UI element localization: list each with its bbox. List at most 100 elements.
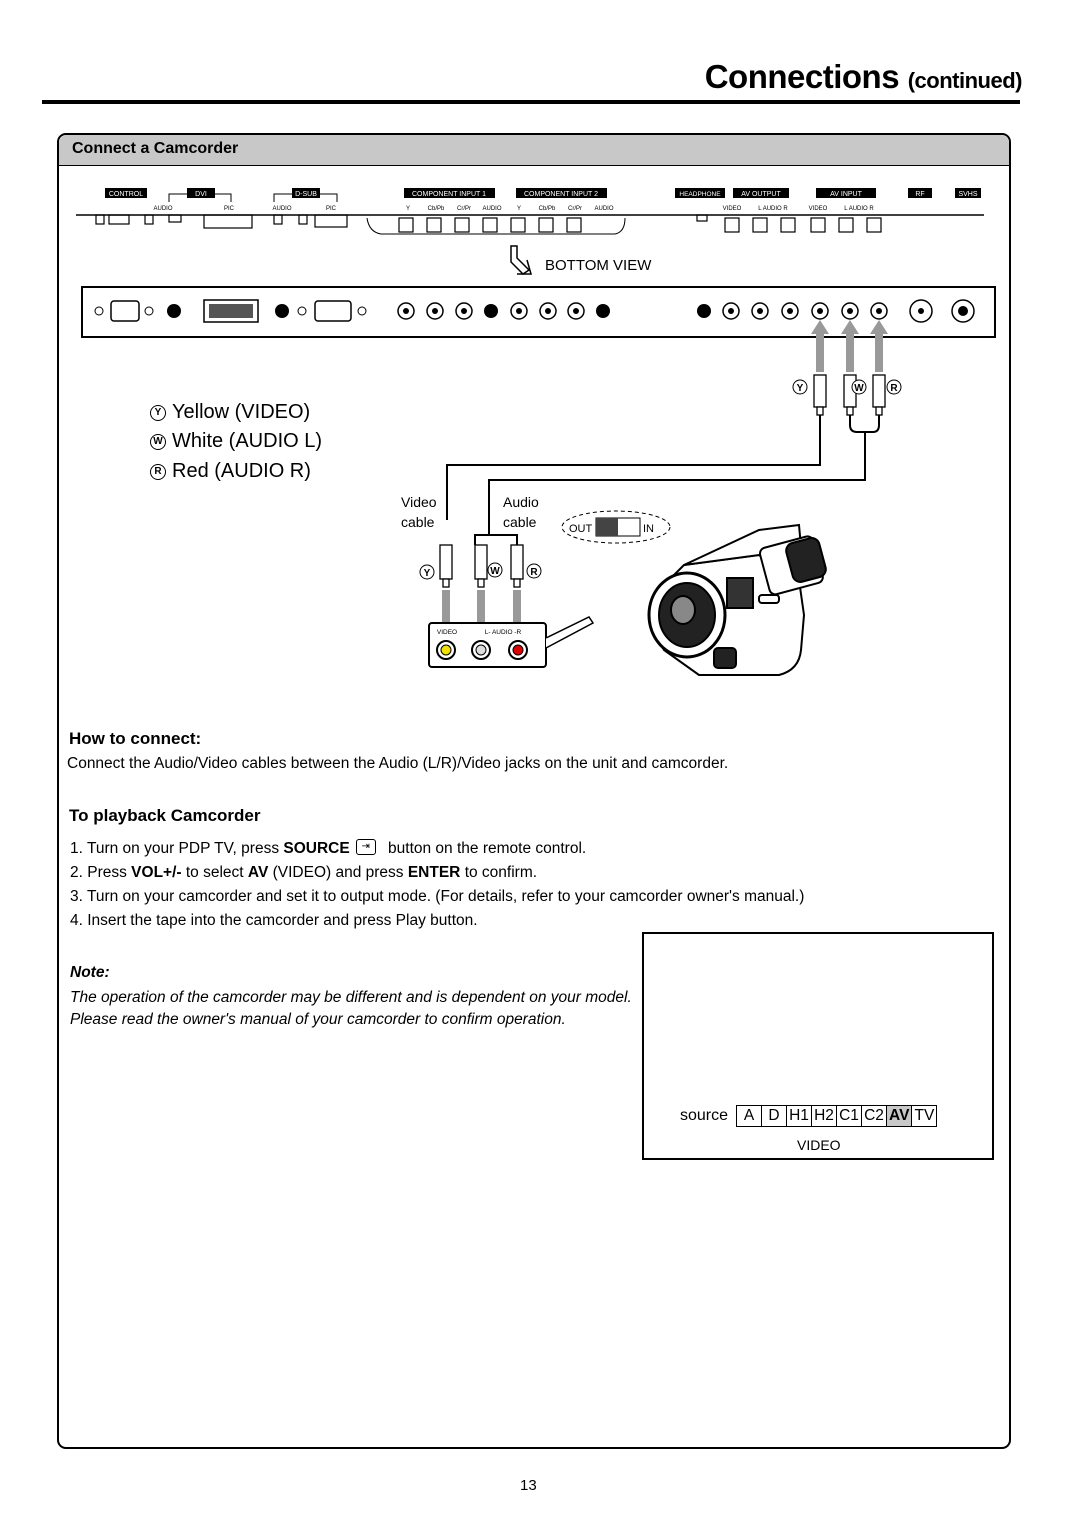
page-title-continued: (continued) [907,68,1023,93]
audio-cable-label-1: Audio [503,494,539,510]
sub-audio-2: AUDIO [272,206,291,212]
sub-pic-1: PIC [224,206,235,212]
step-2-bold1: VOL+/- [131,864,182,881]
bottom-view-arrow-icon [510,245,532,275]
label-control: CONTROL [109,191,143,198]
label-rf: RF [915,191,924,198]
video-cable-label-2: cable [401,514,435,530]
step-2-post: to confirm. [460,864,538,881]
label-svhs: SVHS [958,191,977,198]
sub-audio-4: AUDIO [594,206,613,212]
source-button-icon: ⇥ [355,838,376,855]
label-avout: AV OUTPUT [741,191,781,198]
label-dsub: D-SUB [295,191,317,198]
yellow-mark-icon: Y [150,404,166,421]
legend-red-text: Red (AUDIO R) [172,460,311,482]
note-title: Note: [70,964,110,981]
cables [446,415,880,545]
plug-marks-tv: Y W R [792,379,902,395]
svg-text:W: W [854,383,864,394]
sub-pic-2: PIC [326,206,337,212]
switch-in-label: IN [643,523,654,535]
svg-text:R: R [890,383,898,394]
legend-white: W White (AUDIO L) [150,430,322,453]
sub-video-in: VIDEO [809,206,828,212]
camcorder-jack-panel: VIDEO L- AUDIO -R [428,616,595,668]
step-2: 2. Press VOL+/- to select AV (VIDEO) and… [70,864,537,882]
playback-title: To playback Camcorder [69,806,261,825]
svg-text:L- AUDIO -R: L- AUDIO -R [485,629,522,636]
svg-text:Y: Y [797,383,804,394]
step-1-pre: 1. Turn on your PDP TV, press [70,840,284,857]
sub-laudior-in: L AUDIO R [844,206,874,212]
camcorder-side-plugs [439,544,524,588]
osd-selected-caption: VIDEO [797,1137,841,1153]
svg-text:W: W [490,566,500,577]
sub-cr-2: Cr/Pr [568,206,582,212]
osd-item: C1 [836,1106,861,1126]
step-2-pre: 2. Press [70,864,132,881]
legend-yellow: Y Yellow (VIDEO) [150,401,310,424]
osd-item: A [743,1107,755,1124]
label-comp1: COMPONENT INPUT 1 [412,191,486,198]
sub-cb-2: Cb/Pb [539,206,556,212]
switch-out-label: OUT [569,523,593,535]
sub-y-1: Y [406,206,410,212]
note-text: The operation of the camcorder may be di… [70,989,632,1028]
red-mark-icon: R [150,463,166,480]
sub-y-2: Y [517,206,521,212]
osd-screen [642,932,994,1160]
step-2-mid1: to select [181,864,248,881]
label-avin: AV INPUT [830,191,862,198]
page-number: 13 [520,1477,537,1494]
bottom-view-label: BOTTOM VIEW [545,257,652,274]
section-title: Connect a Camcorder [72,140,239,157]
sub-cr-1: Cr/Pr [457,206,471,212]
sub-laudior-out: L AUDIO R [758,206,788,212]
page-title-text: Connections [704,58,900,95]
output-switch: OUT IN [561,510,671,544]
svg-text:Y: Y [424,568,431,579]
header-rule [42,100,1020,104]
tv-side-plugs [813,374,886,416]
step-4: 4. Insert the tape into the camcorder an… [70,912,478,929]
osd-item: H2 [811,1106,836,1126]
camcorder-icon [647,523,827,676]
page-title: Connections (continued) [704,58,1023,96]
step-2-mid2: (VIDEO) and press [268,864,408,881]
legend-white-text: White (AUDIO L) [172,430,323,452]
legend-yellow-text: Yellow (VIDEO) [172,401,311,423]
sub-audio-1: AUDIO [153,206,172,212]
rear-panel-jacks [94,299,975,323]
step-1: 1. Turn on your PDP TV, press SOURCE⇥ bu… [70,838,587,858]
osd-item: H1 [786,1106,811,1126]
step-3: 3. Turn on your camcorder and set it to … [70,888,805,905]
step-2-bold3: ENTER [407,864,461,881]
how-to-connect-title: How to connect: [69,729,202,748]
osd-item: AV [886,1106,912,1126]
osd-source-label: source [680,1107,729,1124]
step-2-bold2: AV [247,864,269,881]
white-mark-icon: W [150,433,166,450]
connection-diagram: CONTROL DVI D-SUB COMPONENT INPUT 1 COMP… [76,188,996,676]
label-comp2: COMPONENT INPUT 2 [524,191,598,198]
osd-item: TV [911,1106,936,1126]
osd-item: D [761,1106,786,1126]
input-arrows [811,320,888,372]
label-dvi: DVI [195,191,207,198]
label-headphone: HEADPHONE [679,191,721,198]
plug-marks-cam: Y W R [419,562,542,580]
video-cable-label-1: Video [401,494,437,510]
sub-cb-1: Cb/Pb [428,206,445,212]
svg-text:VIDEO: VIDEO [437,629,457,636]
legend-red: R Red (AUDIO R) [150,460,311,483]
osd-item: C2 [861,1106,886,1126]
content-panel [57,133,1011,1449]
step-1-post: button on the remote control. [383,840,587,857]
sub-video-out: VIDEO [723,206,742,212]
audio-cable-label-2: cable [503,514,537,530]
panel-top-labels: CONTROL DVI D-SUB COMPONENT INPUT 1 COMP… [76,188,984,235]
how-to-connect-text: Connect the Audio/Video cables between t… [67,755,729,772]
